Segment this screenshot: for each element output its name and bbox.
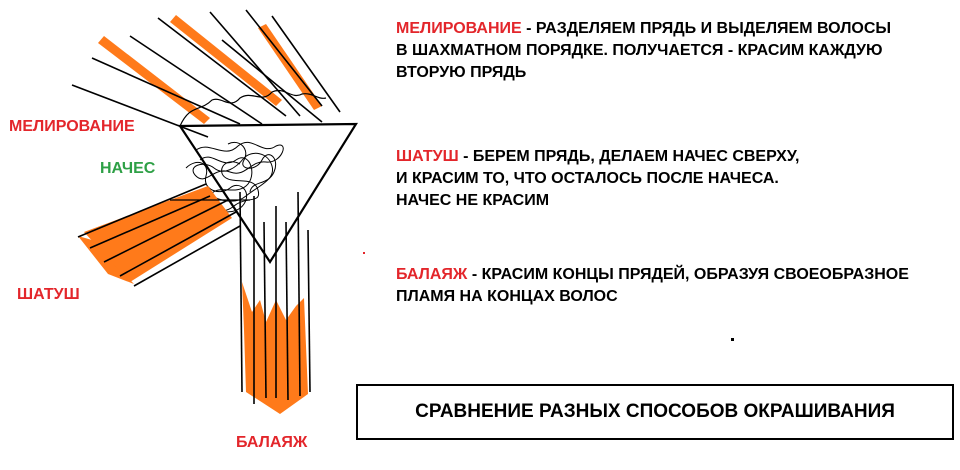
strand-line (285, 221, 289, 401)
desc-text: И КРАСИМ ТО, ЧТО ОСТАЛОСЬ ПОСЛЕ НАЧЕСА. (396, 170, 779, 187)
shatush-strands (77, 183, 250, 287)
label-naches: НАЧЕС (100, 160, 156, 177)
term-shatush: ШАТУШ (396, 148, 459, 165)
shatush-orange-band (84, 186, 232, 282)
strand-line (297, 191, 301, 397)
strand-line (91, 57, 241, 125)
strand-line (157, 17, 287, 117)
desc-text: - БЕРЕМ ПРЯДЬ, ДЕЛАЕМ НАЧЕС СВЕРХУ, (458, 148, 800, 165)
strand-line (89, 195, 211, 249)
strand-line (103, 199, 229, 263)
desc-text: ВТОРУЮ ПРЯДЬ (396, 64, 527, 81)
stray-red-dot (363, 252, 365, 254)
strand-line (263, 221, 267, 399)
desc-text: ПЛАМЯ НА КОНЦАХ ВОЛОС (396, 288, 618, 305)
stray-dot (731, 338, 734, 341)
head-triangle (177, 122, 358, 265)
strand-line (77, 183, 207, 238)
desc-text: В ШАХМАТНОМ ПОРЯДКЕ. ПОЛУЧАЕТСЯ - КРАСИМ… (396, 42, 883, 59)
melirovanie-orange-strand-1 (98, 36, 210, 124)
caption-text: СРАВНЕНИЕ РАЗНЫХ СПОСОБОВ ОКРАШИВАНИЯ (415, 401, 895, 422)
balayazh-flame (242, 282, 308, 414)
melirovanie-orange-strand-2 (170, 15, 282, 106)
desc-text: НАЧЕС НЕ КРАСИМ (396, 192, 550, 209)
strand-line (271, 15, 341, 113)
strand-line (221, 39, 323, 123)
caption-box: СРАВНЕНИЕ РАЗНЫХ СПОСОБОВ ОКРАШИВАНИЯ (356, 384, 954, 440)
label-shatush: ШАТУШ (17, 286, 80, 303)
strand-line (307, 229, 311, 393)
melirovanie-strands (71, 9, 341, 138)
label-balayazh: БАЛАЯЖ (236, 434, 308, 451)
description-shatush: ШАТУШ - БЕРЕМ ПРЯДЬ, ДЕЛАЕМ НАЧЕС СВЕРХУ… (396, 146, 799, 212)
desc-text: - РАЗДЕЛЯЕМ ПРЯДЬ И ВЫДЕЛЯЕМ ВОЛОСЫ (521, 20, 892, 37)
strand-line (133, 225, 241, 287)
strand-line (209, 11, 301, 117)
balayazh-strands (239, 191, 311, 414)
strand-line (239, 191, 243, 393)
strand-line (119, 211, 237, 277)
term-melirovanie: МЕЛИРОВАНИЕ (396, 20, 522, 37)
description-balayazh: БАЛАЯЖ - КРАСИМ КОНЦЫ ПРЯДЕЙ, ОБРАЗУЯ СВ… (396, 264, 909, 308)
melirovanie-scribble (179, 90, 327, 127)
strand-line (71, 84, 209, 138)
term-balayazh: БАЛАЯЖ (396, 266, 468, 283)
description-melirovanie: МЕЛИРОВАНИЕ - РАЗДЕЛЯЕМ ПРЯДЬ И ВЫДЕЛЯЕМ… (396, 18, 891, 84)
strand-line (129, 35, 263, 125)
label-melirovanie: МЕЛИРОВАНИЕ (9, 118, 135, 135)
strand-line (245, 9, 323, 107)
desc-text: - КРАСИМ КОНЦЫ ПРЯДЕЙ, ОБРАЗУЯ СВОЕОБРАЗ… (467, 266, 909, 283)
